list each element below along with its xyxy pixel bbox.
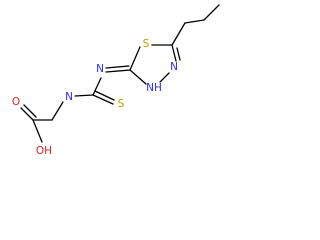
bond-c-oh (32, 119, 43, 143)
bond-ring-c2-nh (129, 69, 147, 85)
atom-oh-acid: OH (36, 145, 52, 157)
bond-n-thiourea-c (92, 77, 102, 96)
atom-s-ring: S (143, 38, 150, 50)
bonds (20, 4, 220, 143)
atom-s-thione: S (118, 98, 125, 110)
atom-labels: N S N S N NH O OH (12, 38, 178, 157)
bond-ring-n-c5-double (176, 47, 181, 61)
atom-n-ring: N (170, 61, 178, 73)
bond-c-o-double-b (23, 104, 37, 118)
bond-propyl-2 (184, 19, 205, 24)
bond-c2-n-double-b (105, 65, 130, 69)
bond-propyl-1 (203, 4, 220, 21)
atom-n-amine: N (65, 91, 73, 103)
bond-ring-s-c2 (129, 46, 141, 71)
bond-n-ch2 (51, 101, 64, 121)
chemical-structure: N S N S N NH O OH (12, 4, 220, 157)
bond-thiourea-c-nh (74, 94, 94, 97)
bond-thiourea-c-s-a (92, 94, 114, 105)
bond-c2-n-double-a (105, 69, 131, 73)
bond-c-o-double-a (20, 107, 34, 121)
bond-ring-n-c5 (171, 44, 177, 62)
bond-ring-nh-n (159, 72, 170, 83)
atom-n-hydrazone: N (96, 63, 104, 75)
bond-propyl-3 (171, 22, 186, 46)
bond-thiourea-c-s-b (94, 90, 115, 101)
atom-nh-ring: NH (146, 82, 162, 94)
atom-o-carbonyl: O (12, 96, 20, 108)
